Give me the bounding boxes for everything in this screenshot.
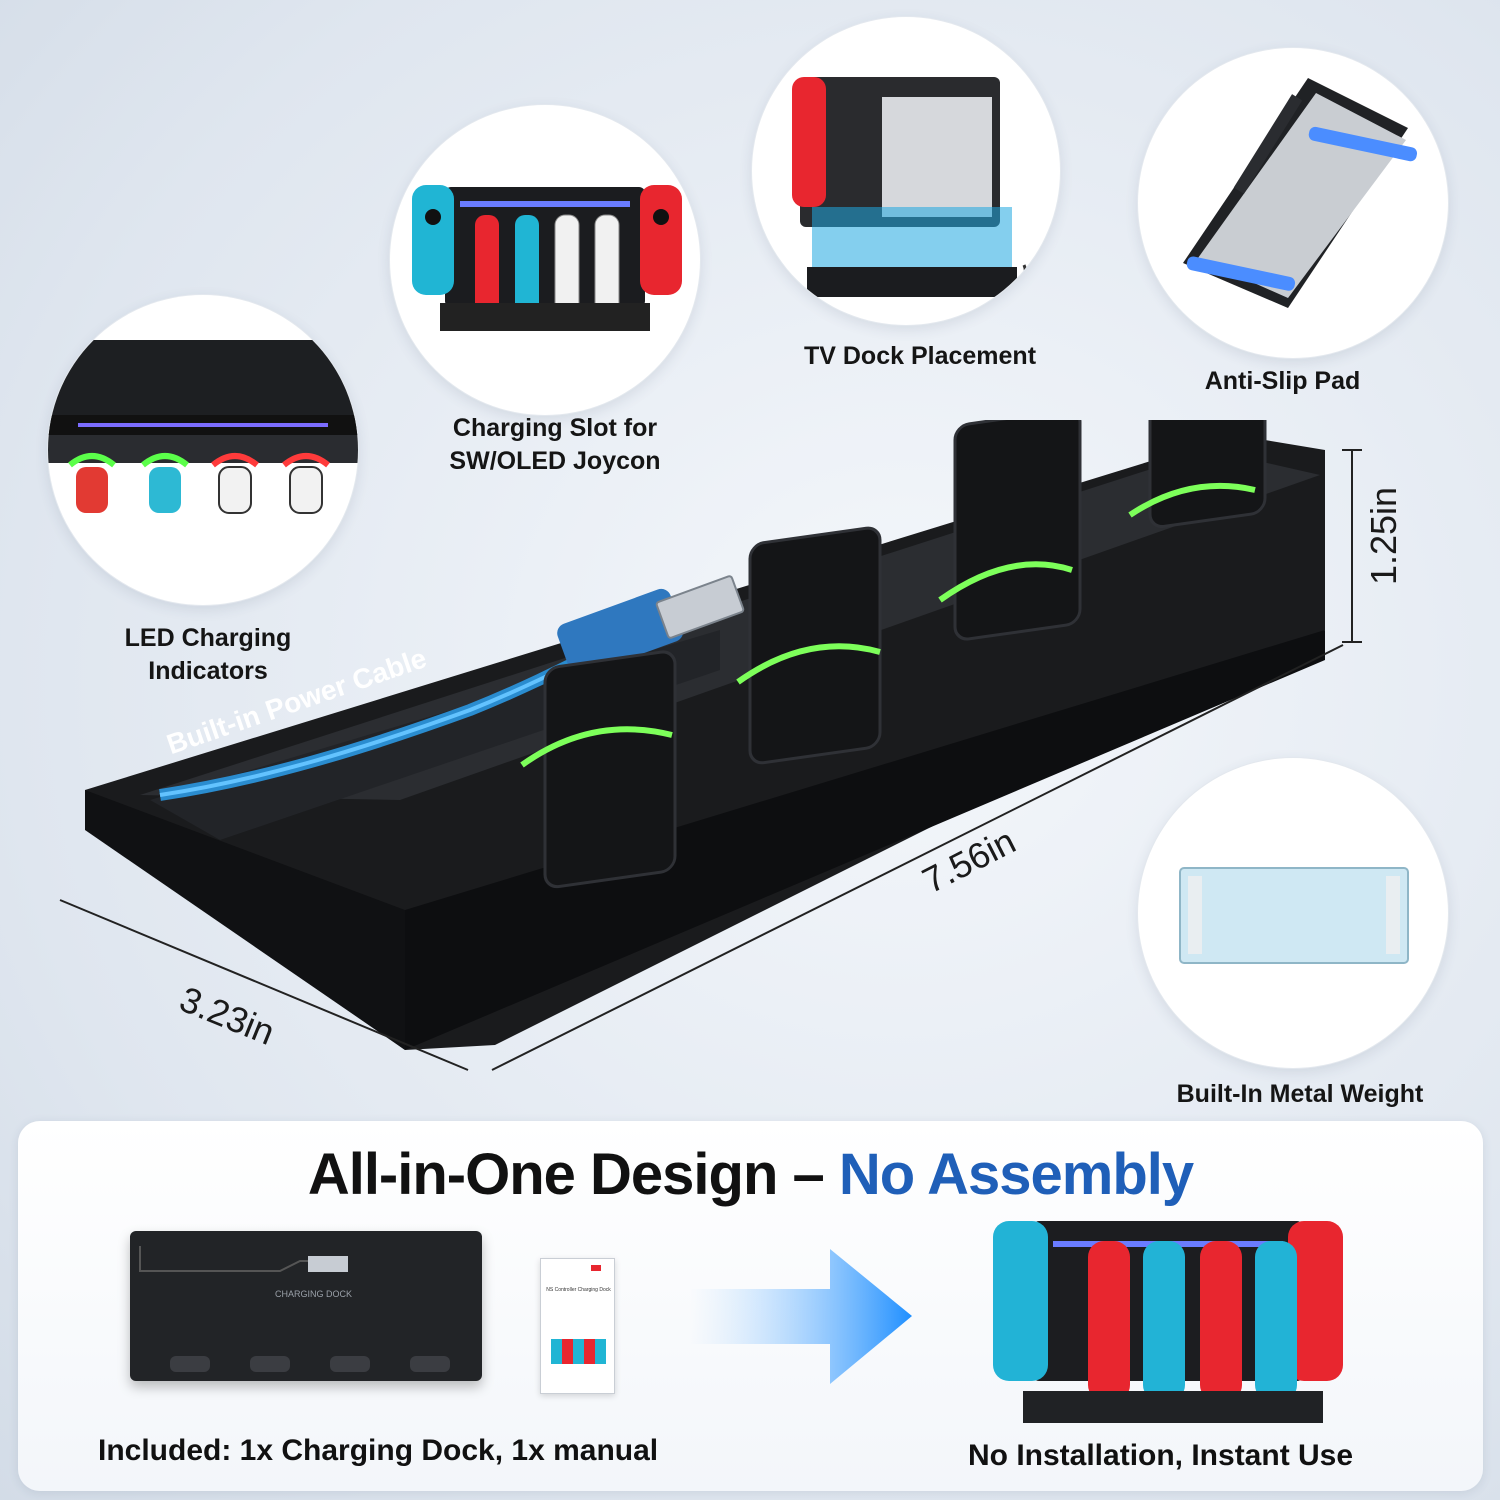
panel-title: All-in-One Design – No Assembly bbox=[18, 1141, 1483, 1208]
assembled-dock-image bbox=[993, 1216, 1343, 1426]
manual-thumbnail bbox=[551, 1339, 606, 1364]
panel-title-accent: No Assembly bbox=[838, 1142, 1194, 1207]
anti-slip-image bbox=[1138, 48, 1448, 358]
included-caption: Included: 1x Charging Dock, 1x manual bbox=[98, 1434, 659, 1467]
anti-slip-caption: Anti-Slip Pad bbox=[1204, 367, 1361, 395]
tv-dock-image bbox=[752, 17, 1060, 325]
charging-slot-image bbox=[390, 105, 700, 415]
panel-title-main: All-in-One Design – bbox=[307, 1142, 839, 1207]
manual-image: NS Controller Charging Dock bbox=[540, 1258, 615, 1394]
charging-dock-product bbox=[59, 420, 1362, 1071]
included-dock-image: CHARGING DOCK bbox=[130, 1231, 482, 1381]
height-dimension: 1.25in bbox=[1363, 486, 1405, 586]
manual-title: NS Controller Charging Dock bbox=[546, 1287, 611, 1293]
charging-slot-caption: Charging Slot for SW/OLED Joycon bbox=[449, 414, 661, 475]
dock-label: CHARGING DOCK bbox=[275, 1289, 353, 1299]
bottom-panel: All-in-One Design – No Assembly CHARGING… bbox=[18, 1121, 1483, 1491]
led-indicators-image bbox=[48, 295, 358, 605]
metal-weight-image bbox=[1138, 758, 1448, 1068]
tv-dock-caption: TV Dock Placement bbox=[803, 342, 1037, 370]
result-caption: No Installation, Instant Use bbox=[968, 1439, 1354, 1472]
manual-logo bbox=[591, 1265, 601, 1271]
metal-weight-caption: Built-In Metal Weight bbox=[1176, 1080, 1424, 1108]
arrow-right-icon bbox=[690, 1249, 912, 1384]
led-indicators-caption: LED Charging Indicators bbox=[124, 624, 292, 685]
